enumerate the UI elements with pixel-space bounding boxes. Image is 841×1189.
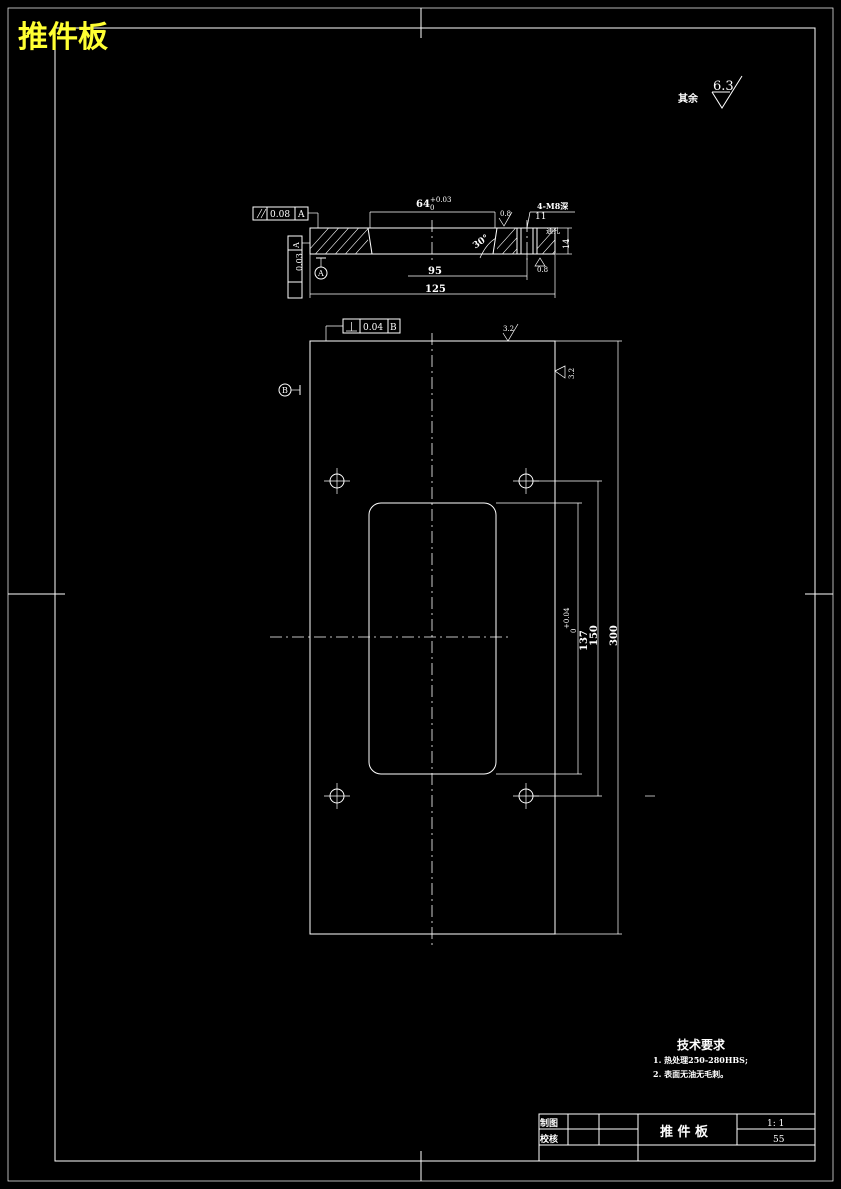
hole-note: 4-M8深: [537, 201, 568, 211]
svg-text:3.2: 3.2: [503, 325, 514, 333]
svg-text:3.2: 3.2: [568, 368, 576, 379]
dim-125: 125: [425, 284, 446, 295]
svg-text:0: 0: [430, 204, 434, 212]
dim-64: 64: [416, 199, 430, 210]
dim-11: 11: [535, 212, 546, 222]
center-window: [368, 502, 497, 775]
plate-outline: [309, 340, 556, 935]
dim-137: 137: [579, 630, 590, 651]
rest-label: 其余: [678, 92, 699, 105]
svg-text:A: A: [292, 242, 301, 249]
roughness-symbol-icon: [711, 75, 743, 109]
tech-notes: 技术要求 1. 热处理250-280HBS; 2. 表面无油无毛刺。: [653, 1037, 748, 1079]
svg-text:0: 0: [570, 629, 578, 633]
notes-heading: 技术要求: [677, 1037, 726, 1052]
hole-top-left: [324, 468, 350, 494]
svg-text:0.8: 0.8: [537, 266, 548, 274]
svg-text:B: B: [282, 386, 288, 395]
parallelism-value: 0.08: [270, 210, 290, 220]
drawn-label: 制图: [540, 1117, 558, 1129]
section-outline: [309, 227, 556, 255]
drawing-title: 推件板: [18, 20, 108, 55]
section-hatch-right: [497, 228, 555, 254]
title-block: 制图 校核 推 件 板 1: 1 55: [538, 1113, 816, 1162]
svg-text:0.8: 0.8: [500, 210, 511, 218]
part-name: 推 件 板: [660, 1124, 709, 1140]
dim-300: 300: [609, 625, 620, 646]
svg-text:+0.03: +0.03: [430, 196, 451, 204]
rest-value: 6.3: [713, 79, 734, 94]
section-view: 64 +0.03 0 4-M8深 11 通孔 0.8 0.8 30° 14 95…: [252, 196, 575, 299]
svg-text:B: B: [390, 323, 397, 333]
part-number: 55: [773, 1135, 785, 1145]
svg-text:A: A: [297, 210, 305, 220]
note-1: 1. 热处理250-280HBS;: [653, 1055, 748, 1065]
svg-text:+0.04: +0.04: [563, 607, 571, 629]
perpendicularity-value: 0.03: [295, 253, 304, 271]
section-hatch-left: [310, 228, 368, 254]
note-2: 2. 表面无油无毛刺。: [653, 1069, 728, 1079]
dim-14: 14: [562, 239, 571, 249]
checked-label: 校核: [540, 1133, 558, 1145]
dim-95: 95: [428, 266, 442, 277]
scale: 1: 1: [767, 1119, 784, 1129]
angle-30: 30°: [471, 233, 491, 251]
plan-view: 137 +0.04 0 150 300 0.04 B B 3.2 3.2: [270, 318, 655, 945]
svg-text:A: A: [317, 269, 324, 278]
rest-roughness: 其余 6.3: [678, 75, 743, 109]
perp-value-b: 0.04: [363, 323, 383, 333]
dim-150: 150: [589, 625, 600, 646]
outer-border: [7, 7, 834, 1182]
hole-note2: 通孔: [546, 226, 560, 235]
hole-bottom-left: [324, 783, 350, 809]
